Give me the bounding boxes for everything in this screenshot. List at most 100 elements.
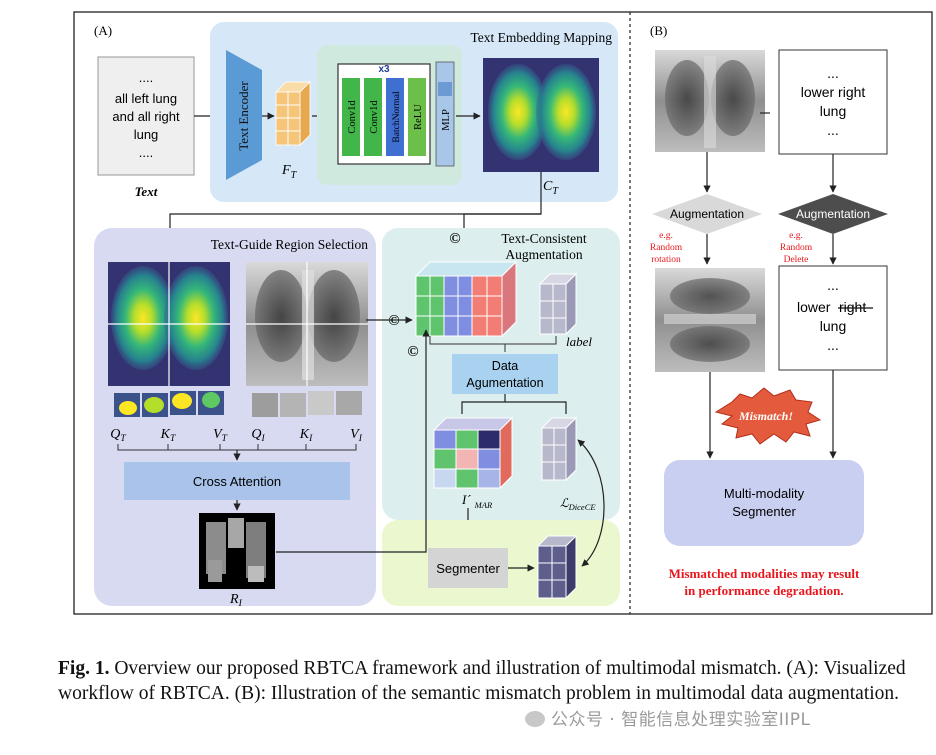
cross-attention-label: Cross Attention [193, 474, 281, 489]
panelb-xray-rotated [655, 268, 765, 372]
imar-label: I´MAR [461, 492, 493, 510]
augmented-label-cube [540, 416, 578, 482]
heatmap-patches [114, 391, 224, 417]
conv1d-label-2: Conv1d [369, 100, 380, 134]
cube-bracket [429, 336, 557, 352]
conv1d-layer-1 [342, 78, 360, 156]
concat-cube [414, 260, 518, 338]
example-right-3: Delete [784, 255, 809, 265]
text-line-2: all left lung [115, 91, 177, 106]
panelb-bottom-line-1: ... [827, 277, 839, 293]
augmentation-right-label: Augmentation [796, 207, 870, 221]
augmentation-title-2: Augmentation [505, 247, 582, 262]
wechat-icon [525, 711, 545, 727]
panelb-xray-top [655, 50, 765, 152]
ft-label: FT [281, 163, 298, 181]
augmentation-title-1: Text-Consistent [501, 231, 587, 246]
mismatch-label: Mismatch! [738, 409, 793, 423]
segmenter-block [428, 548, 508, 588]
region-heatmap [108, 262, 230, 386]
text-line-1: .... [139, 70, 153, 85]
panel-b-tag: (B) [650, 23, 667, 38]
example-right-1: e.g. [789, 231, 803, 241]
multimodality-label-2: Segmenter [732, 504, 796, 519]
panelb-bottom-line-3-struck: right [839, 299, 866, 315]
example-left-2: Random [650, 243, 683, 253]
augmentation-diamond-left [652, 194, 762, 234]
cross-attention-block [124, 462, 350, 500]
region-selection-title: Text-Guide Region Selection [211, 237, 369, 252]
text-embedding-title: Text Embedding Mapping [470, 30, 612, 45]
warning-line-1: Mismatched modalities may result [669, 566, 860, 581]
ct-label: CT [543, 179, 559, 197]
label-text: label [566, 334, 592, 349]
figure-caption: Fig. 1. Overview our proposed RBTCA fram… [58, 656, 928, 706]
text-caption: Text [135, 184, 158, 199]
qt-label: QT [110, 427, 126, 444]
ct-heatmap [483, 58, 599, 172]
region-xray [246, 262, 368, 386]
panelb-text-box-top [778, 49, 888, 155]
arrow-aug-split [461, 394, 567, 414]
example-right-2: Random [780, 243, 813, 253]
panelb-bottom-line-5: ... [827, 337, 839, 353]
concat-symbol-top: © [449, 231, 460, 247]
multimodality-label-1: Multi-modality [724, 486, 805, 501]
ft-feature-cube [275, 81, 311, 146]
batchnorm-label: BatchNormal [392, 91, 402, 143]
figure-border [73, 11, 933, 615]
ri-label: RI [229, 592, 243, 609]
text-encoder-label: Text Encoder [236, 81, 251, 151]
panelb-top-line-2: lower right [801, 84, 866, 100]
example-left-3: rotation [651, 255, 681, 265]
conv1d-label-1: Conv1d [347, 100, 358, 134]
relu-label: ReLU [413, 104, 424, 130]
panelb-top-line-4: ... [827, 122, 839, 138]
augmented-cube [432, 416, 514, 490]
label-cube [538, 272, 578, 336]
augmentation-left-label: Augmentation [670, 207, 744, 221]
caption-fig-label: Fig. 1. [58, 658, 110, 679]
panelb-bottom-line-2: lower [797, 299, 831, 315]
qkv-labels: QT KT VT QI KI VI [110, 427, 362, 444]
panelb-text-box-bottom [778, 265, 888, 371]
caption-text: Overview our proposed RBTCA framework an… [58, 658, 906, 704]
figure-svg: (A) .... all left lung and all right lun… [73, 11, 933, 615]
concat-symbol-left: © [388, 313, 399, 329]
ki-label: KI [299, 427, 313, 444]
vi-label: VI [350, 427, 363, 444]
vt-label: VT [213, 427, 228, 444]
watermark: 公众号 · 智能信息处理实验室IIPL [525, 705, 810, 730]
panelb-top-line-1: ... [827, 65, 839, 81]
text-line-4: lung [134, 127, 159, 142]
example-left-1: e.g. [659, 231, 673, 241]
warning-line-2: in performance degradation. [684, 583, 843, 598]
data-augmentation-block [452, 354, 558, 394]
mlp-inner-block [438, 82, 452, 96]
ri-mask-image [199, 513, 275, 589]
augmentation-diamond-right [778, 194, 888, 234]
mismatch-starburst [714, 387, 822, 445]
text-line-5: .... [139, 145, 153, 160]
concat-symbol-bottom: © [407, 344, 418, 360]
qi-label: QI [251, 427, 265, 444]
output-cube [536, 534, 578, 600]
conv1d-layer-2 [364, 78, 382, 156]
xray-patches [252, 391, 362, 417]
panelb-bottom-line-4: lung [820, 318, 846, 334]
batchnorm-layer [386, 78, 404, 156]
data-augmentation-label-2: Agumentation [466, 376, 543, 390]
panelb-top-line-3: lung [820, 103, 846, 119]
loss-arrow [577, 439, 605, 567]
data-augmentation-label-1: Data [492, 359, 518, 373]
mlp-label: MLP [441, 109, 452, 131]
text-encoder-block [226, 50, 262, 180]
relu-layer [408, 78, 426, 156]
multimodality-segmenter-block [664, 460, 864, 546]
arrow-ri-to-cube [276, 329, 430, 553]
watermark-text: 公众号 · 智能信息处理实验室IIPL [551, 710, 811, 730]
text-line-3: and all right [112, 109, 180, 124]
segmenter-label: Segmenter [436, 561, 500, 576]
kt-label: KT [160, 427, 176, 444]
